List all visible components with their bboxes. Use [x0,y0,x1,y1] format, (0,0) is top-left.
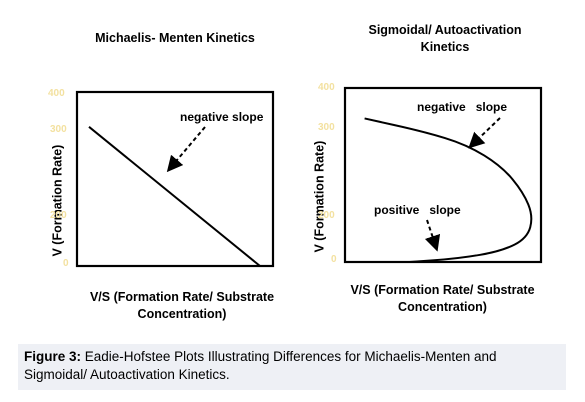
right-ytick-200: 200 [318,210,335,221]
right-title: Sigmoidal/ Autoactivation Kinetics [345,22,545,56]
left-arrow [166,126,206,173]
left-title-text: Michaelis- Menten Kinetics [95,31,255,45]
left-ytick-400: 400 [48,88,65,99]
left-annotation: negative slope [180,110,264,124]
left-ytick-0: 0 [63,258,69,269]
right-xlabel: V/S (Formation Rate/ Substrate Concentra… [335,282,550,316]
right-arrow-negative [468,117,501,149]
figure-caption: Figure 3: Eadie-Hofstee Plots Illustrati… [18,344,566,390]
right-ytick-300: 300 [318,122,335,133]
right-series-curve [364,117,533,263]
left-ytick-300: 300 [50,124,67,135]
left-xlabel: V/S (Formation Rate/ Substrate Concentra… [72,289,292,323]
caption-label: Figure 3: [24,349,82,364]
right-annotation-negative: negative slope [417,100,508,114]
right-plot-frame [343,86,543,264]
right-xlabel-text: V/S (Formation Rate/ Substrate Concentra… [350,283,535,314]
right-ytick-0: 0 [331,254,337,265]
caption-text: Eadie-Hofstee Plots Illustrating Differe… [24,349,497,382]
left-xlabel-text: V/S (Formation Rate/ Substrate Concentra… [89,290,275,321]
left-series-line [88,126,261,267]
right-annotation-positive: positive slope [374,203,461,217]
right-arrow-positive [424,219,441,252]
right-ytick-400: 400 [318,82,335,93]
left-ytick-200: 200 [50,210,67,221]
left-title: Michaelis- Menten Kinetics [80,30,270,47]
right-title-text: Sigmoidal/ Autoactivation Kinetics [368,23,522,54]
left-plot-frame [75,90,275,268]
